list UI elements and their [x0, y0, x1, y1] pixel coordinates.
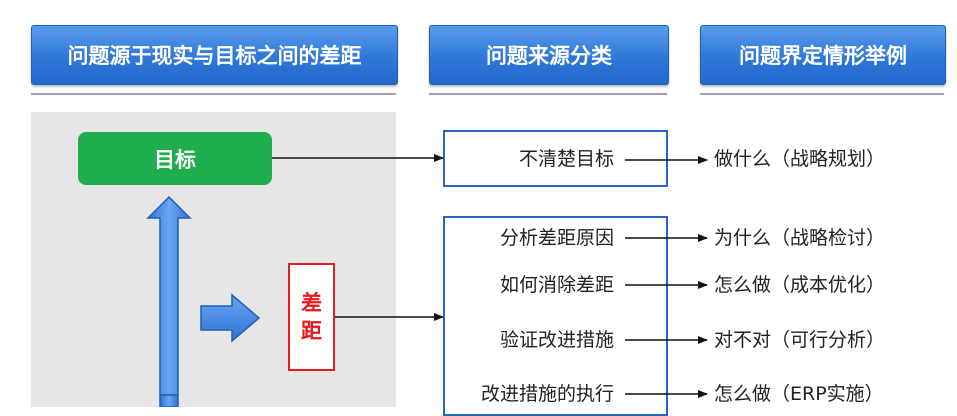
vertical-double-arrow-icon — [146, 195, 192, 396]
example-what: 做什么（战略规划） — [714, 148, 886, 170]
header-divider-1 — [31, 93, 396, 95]
category-eliminate-gap: 如何消除差距 — [499, 274, 614, 296]
example-how-erp: 怎么做（ERP实施） — [714, 383, 884, 405]
category-unclear-goal: 不清楚目标 — [518, 148, 614, 170]
header-divider-2 — [429, 93, 667, 95]
category-verify-measures: 验证改进措施 — [499, 329, 614, 351]
gap-label-char-2: 距 — [301, 319, 322, 343]
gap-label-char-1: 差 — [301, 291, 322, 315]
category-box-goal — [443, 130, 668, 187]
category-analyze-gap: 分析差距原因 — [499, 227, 614, 249]
diagram-arrows — [146, 154, 708, 407]
header-divider-3 — [700, 93, 944, 95]
example-why: 为什么（战略检讨） — [714, 227, 886, 249]
example-how-cost: 怎么做（成本优化） — [714, 274, 886, 296]
goal-box: 目标 — [78, 132, 272, 185]
gap-box: 差 距 — [288, 263, 335, 371]
category-box-gap — [443, 216, 668, 416]
header-problem-source: 问题来源分类 — [429, 25, 669, 85]
right-block-arrow-icon — [200, 293, 261, 343]
header-problem-examples: 问题界定情形举例 — [700, 25, 946, 85]
header-gap-origin: 问题源于现实与目标之间的差距 — [31, 25, 398, 85]
example-right-or-wrong: 对不对（可行分析） — [714, 329, 886, 351]
category-execute-measures: 改进措施的执行 — [480, 383, 614, 405]
